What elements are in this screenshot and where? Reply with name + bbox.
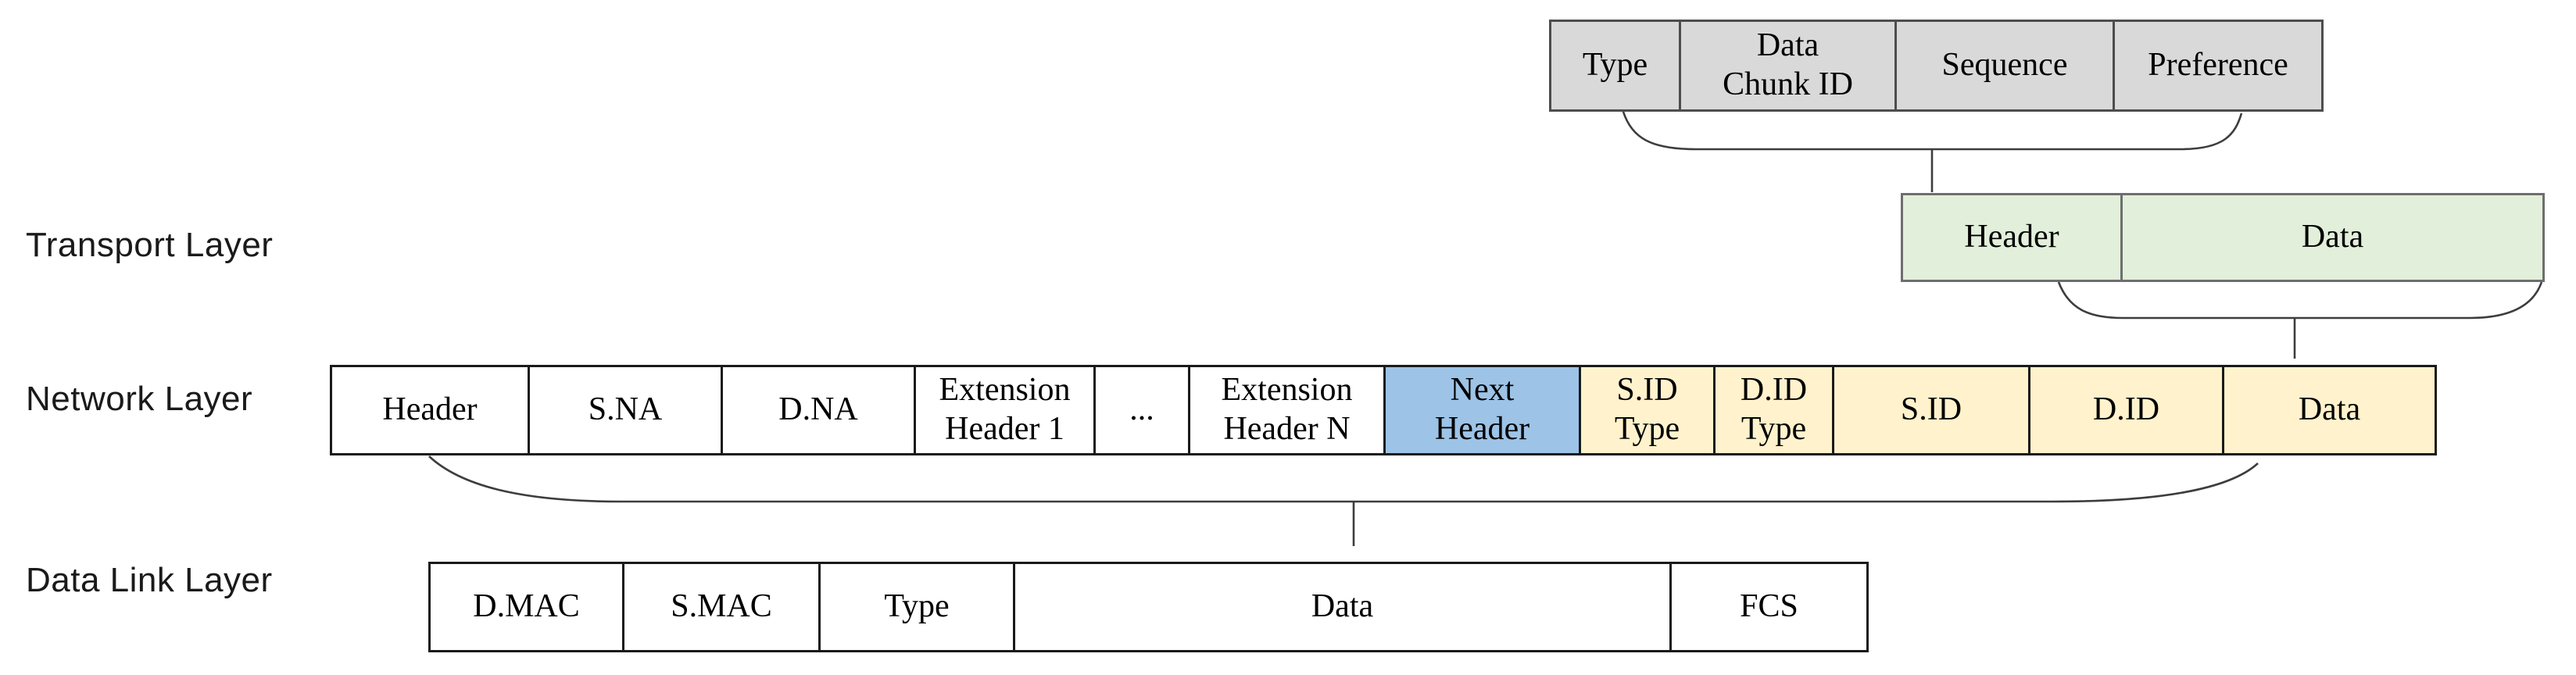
cell-transport-header: Header: [1903, 195, 2120, 280]
brace-transport-to-network-data: [2057, 281, 2543, 359]
brace-network-to-datalink-data: [428, 455, 2259, 546]
cell-dl-type: Type: [818, 564, 1013, 650]
brace-chunk-to-transport-header: [1622, 111, 2243, 192]
cell-transport-data: Data: [2120, 195, 2542, 280]
transport-row: Header Data: [1901, 193, 2545, 282]
cell-d-mac: D.MAC: [431, 564, 622, 650]
chunk-header-row: Type Data Chunk ID Sequence Preference: [1549, 20, 2324, 112]
network-layer-label: Network Layer: [26, 380, 253, 418]
cell-ext-header-1: Extension Header 1: [914, 367, 1093, 453]
cell-s-na: S.NA: [528, 367, 721, 453]
cell-net-header: Header: [332, 367, 528, 453]
cell-ellipsis: ...: [1093, 367, 1188, 453]
cell-s-mac: S.MAC: [622, 564, 818, 650]
datalink-row: D.MAC S.MAC Type Data FCS: [428, 562, 1869, 652]
network-row: Header S.NA D.NA Extension Header 1 ... …: [330, 365, 2437, 455]
cell-s-id-type: S.ID Type: [1579, 367, 1713, 453]
cell-d-id: D.ID: [2028, 367, 2222, 453]
cell-sequence: Sequence: [1894, 22, 2113, 109]
cell-data-chunk-id: Data Chunk ID: [1679, 22, 1894, 109]
data-link-layer-label: Data Link Layer: [26, 561, 273, 599]
cell-ext-header-n: Extension Header N: [1188, 367, 1383, 453]
cell-net-data: Data: [2222, 367, 2435, 453]
cell-fcs: FCS: [1669, 564, 1866, 650]
cell-preference: Preference: [2113, 22, 2321, 109]
cell-d-na: D.NA: [721, 367, 914, 453]
cell-next-header: Next Header: [1383, 367, 1579, 453]
cell-d-id-type: D.ID Type: [1713, 367, 1832, 453]
transport-layer-label: Transport Layer: [26, 226, 274, 264]
cell-type: Type: [1551, 22, 1679, 109]
cell-s-id: S.ID: [1832, 367, 2028, 453]
cell-dl-data: Data: [1013, 564, 1669, 650]
